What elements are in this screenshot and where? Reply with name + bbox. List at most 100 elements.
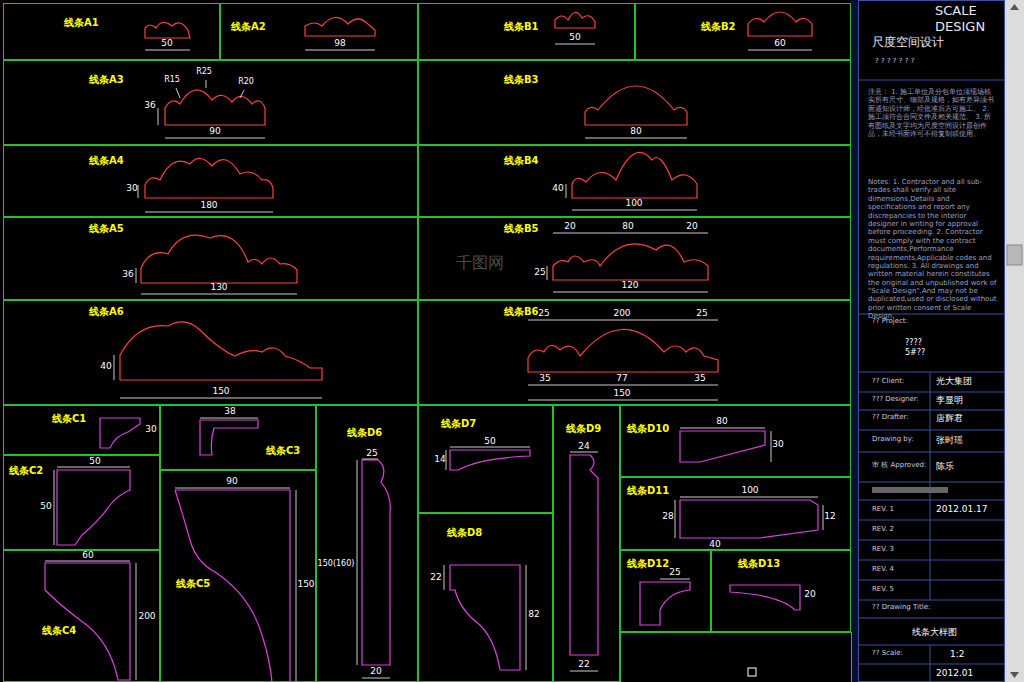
title-block-text: 2012.01.17 [936,505,988,514]
cell-heading: 线条A2 [231,22,266,32]
profile-cell: 线条D6 [316,405,418,682]
dimension-text: 22 [578,660,589,669]
title-block-text: ? ? ? ? ? ? ? [875,58,914,65]
scroll-arrows [1010,4,1019,678]
scroll-thumb [1007,245,1022,265]
scrollbar [1005,0,1024,682]
cell-heading: 线条A3 [89,75,124,85]
dimension-text: 50 [569,33,580,42]
dimension-text: 60 [82,551,93,560]
dimension-text: 50 [484,437,495,446]
dimension-text: 100 [741,486,758,495]
cell-heading: 线条B3 [504,75,539,85]
dimension-text: 150 [613,389,630,398]
title-block-rules [858,80,1004,682]
title-block-text: REV. 5 [872,586,894,593]
profile-outline [120,12,812,380]
cell-heading: 线条B1 [504,22,539,32]
dimension-text: 40 [100,362,111,371]
profile-cell: 线条C3 [160,405,316,470]
dimension-text: 90 [209,127,220,136]
dimension-text: 82 [528,610,539,619]
dimension-text: R20 [238,78,254,86]
dimension-text: 50 [89,457,100,466]
cell-heading: 线条C5 [176,579,210,589]
title-block-text: REV. 1 [872,506,894,513]
cell-heading: 线条C3 [266,446,300,456]
cell-heading: 线条A1 [64,18,99,28]
cell-heading: 线条D11 [627,486,669,496]
title-block-text: 尺度空间设计 [872,36,944,48]
dimension-text: 200 [613,309,630,318]
cell-heading: 线条B5 [504,224,539,234]
cell-heading: 线条D8 [447,528,482,538]
title-block-text: 李显明 [936,396,963,405]
dimension-text: 20 [686,222,697,231]
profile-cell: 线条D11 [620,477,851,550]
title-block-text: ???? 5#?? [905,338,939,357]
cell-heading: 线条D10 [627,424,669,434]
cell-heading: 线条A4 [89,156,124,166]
dimension-text: 30 [145,425,156,434]
cell-heading: 线条C1 [52,414,86,424]
dimension-text: 28 [662,512,673,521]
profile-cell: 线条B6 [418,300,851,405]
title-block-text: REV. 4 [872,566,894,573]
dimension-text: R15 [164,76,180,84]
dimension-text: 35 [539,374,550,383]
dimension-text: 12 [824,512,835,521]
dimension-text: 150 [297,580,314,589]
dimension-text: 130 [210,283,227,292]
profile-cell: 线条C1 [3,405,160,455]
title-block-text: 陈乐 [936,462,954,471]
dimension-text: 98 [334,39,345,48]
cell-heading: 线条D9 [566,424,601,434]
title-block-text: ?? Project: [872,318,908,325]
dimension-text: 80 [630,127,641,136]
dimension-text: 180 [200,201,217,210]
profile-cell: 线条C5 [160,470,316,682]
dimension-text: 25 [534,268,545,277]
title-block-text: ?? Drafter: [872,414,909,421]
title-block-text: 光大集团 [936,377,972,386]
title-block-text: ??? Designer: [872,396,919,403]
empty-cell [621,633,852,682]
title-block-text: REV. 3 [872,546,894,553]
dimension-text: 50 [40,502,51,511]
title-block-text: ?? Client: [872,378,904,385]
profile-cell: 线条C2 [3,455,160,550]
title-block-text: 1:2 [950,650,964,659]
dimension-text: 14 [434,455,445,464]
cell-heading: 线条A5 [89,224,124,234]
dimension-text: 50 [161,39,172,48]
profile-cell: 线条D13 [711,550,851,632]
title-block-text: ?? Scale: [872,650,903,657]
sheet-strip [851,0,858,682]
dimension-text: 36 [122,270,133,279]
title-block-frame [859,1,1005,682]
title-block-text: Drawing by: [872,436,914,443]
dimension-text: 30 [126,184,137,193]
cell-heading: 线条A6 [89,307,124,317]
profile-cell: 线条C4 [3,550,160,682]
dimension-text: 90 [226,477,237,486]
title-block-text: 2012.01 [936,669,973,678]
dimension-text: 20 [370,667,381,676]
profile-cell: 线条A1 [3,3,220,60]
title-block-text: 审 核 Approved: [872,462,926,469]
dimension-text: 100 [625,199,642,208]
profile-cell: 线条D12 [620,550,711,632]
cell-heading: 线条C4 [42,626,76,636]
dimension-text: 25 [696,309,707,318]
dimension-text: 60 [774,39,785,48]
title-block-text: 线条大样图 [912,628,957,637]
dimension-text: 150(160) [318,560,355,568]
title-block-text: 张时瑶 [936,436,963,445]
dimension-text: 22 [430,573,441,582]
dimension-text: 40 [709,540,720,549]
title-block-text: 注意： 1. 施工单位及分包单位须现场核实所有尺寸、细部及规格，如有差异须书面通… [868,88,998,138]
dimension-text: 150 [212,387,229,396]
cell-heading: 线条D13 [738,559,780,569]
dimension-text: 80 [716,417,727,426]
dimension-text: 20 [804,590,815,599]
